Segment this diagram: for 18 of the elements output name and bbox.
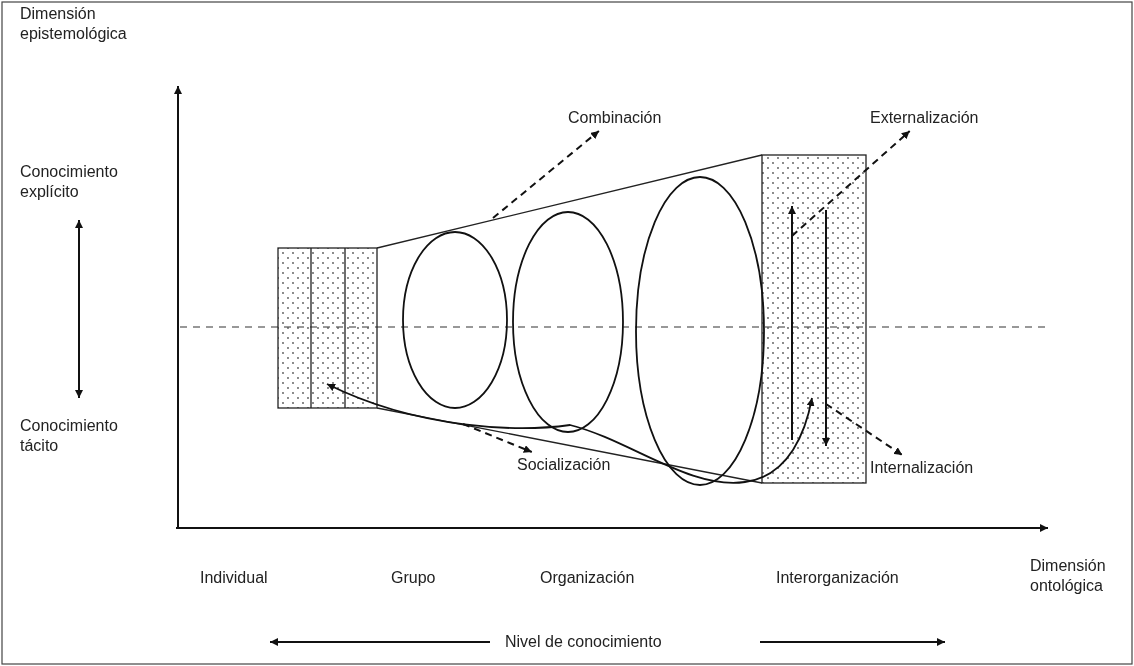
conversion-mode-label: Internalización (870, 458, 974, 478)
knowledge-type-label: Conocimiento explícito (20, 162, 138, 202)
level-label: Grupo (391, 568, 436, 588)
arrow (492, 130, 600, 219)
level-caption: Nivel de conocimiento (505, 632, 662, 652)
level-label: Interorganización (776, 568, 899, 588)
conversion-mode-label: Socialización (517, 455, 611, 475)
axis-title: Dimensión ontológica (1030, 556, 1107, 596)
knowledge-type-label: Conocimiento tácito (20, 416, 138, 456)
level-label: Individual (200, 568, 268, 588)
arrow (825, 403, 904, 456)
arrow (791, 130, 911, 237)
arrow (75, 219, 83, 399)
conversion-mode-label: Externalización (870, 108, 979, 128)
conversion-mode-label: Combinación (568, 108, 662, 128)
axis-title: Dimensión epistemológica (20, 4, 128, 44)
arrow (462, 423, 533, 453)
level-label: Organización (540, 568, 635, 588)
